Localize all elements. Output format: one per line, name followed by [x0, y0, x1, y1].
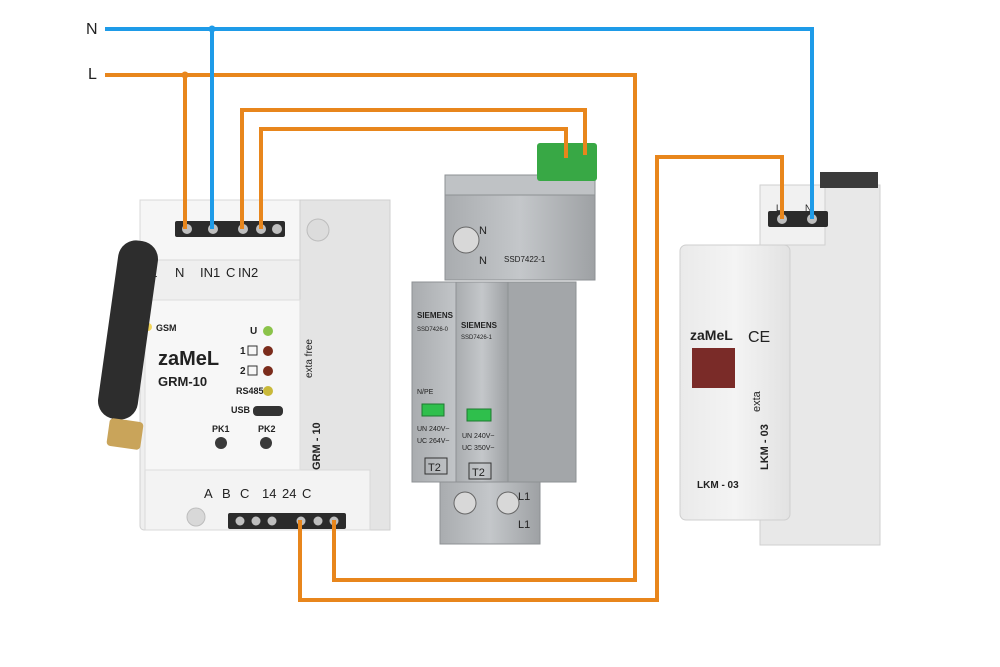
grm-bottom-b: B [222, 486, 231, 501]
ssd-to-grm-in1-wire [240, 108, 587, 229]
screw-icon [496, 491, 520, 515]
grm-bottom-14: 14 [262, 486, 276, 501]
ssd-right-model: SSD7426-1 [461, 335, 493, 341]
ssd-left-uc: UC 264V~ [417, 438, 450, 445]
junction-dot-icon [181, 71, 189, 79]
grm-exta-logo: exta free [304, 339, 315, 378]
ssd-n-label: N [479, 225, 487, 237]
usb-label: USB [231, 405, 251, 415]
ssd-right-un: UN 240V~ [462, 433, 495, 440]
grm-bottom-terminal-block [228, 513, 346, 529]
lkm-ce-mark: CE [748, 329, 770, 346]
ssd-right-brand: SIEMENS [461, 321, 498, 330]
n-wires [105, 27, 814, 229]
ssd-n2-label: N [479, 255, 487, 267]
led-rs485-label: RS485 [236, 386, 264, 396]
pk2-label: PK2 [258, 424, 276, 434]
grm-led-panel: U 1 2 RS485 [236, 326, 273, 396]
lkm-terminal-l: L [776, 203, 781, 213]
mounting-hole-icon [186, 507, 206, 527]
n-line-label: N [86, 21, 98, 38]
status-window-left-icon [421, 403, 445, 417]
ssd-left-brand: SIEMENS [417, 311, 454, 320]
led-u-icon [263, 326, 273, 336]
relay-icon [247, 345, 258, 356]
display-window-icon [692, 348, 735, 388]
ssd-to-grm-in2-wire [259, 127, 568, 229]
grm-side-model: GRM - 10 [311, 422, 323, 470]
n-main-line [105, 27, 814, 219]
grm-terminal-n: N [175, 265, 184, 280]
ssd-top-model: SSD7422-1 [504, 255, 546, 264]
pk1-label: PK1 [212, 424, 230, 434]
l-line-label: L [88, 66, 97, 83]
grm-gsm-label: GSM [156, 323, 177, 333]
lkm-brand-logo: zaMeL [690, 327, 733, 343]
status-window-right-icon [466, 408, 492, 422]
grm-terminal-c: C [226, 265, 235, 280]
grm-terminal-in2: IN2 [238, 265, 258, 280]
lkm-model-label: LKM - 03 [697, 480, 739, 491]
led-1-icon [263, 346, 273, 356]
screw-icon [452, 226, 480, 254]
grm-model-label: GRM-10 [158, 374, 207, 389]
ssd-right-type: T2 [472, 467, 485, 479]
ssd-left-un: UN 240V~ [417, 426, 450, 433]
led-1-label: 1 [240, 346, 246, 357]
junction-dot-icon [208, 25, 216, 33]
grm-10-module: L N IN1 C IN2 zaMeL GRM-10 GSM U 1 2 RS4… [97, 199, 391, 531]
grm-brand-logo: zaMeL [158, 348, 219, 370]
led-u-label: U [250, 326, 257, 337]
l-wires [105, 73, 784, 602]
relay-icon [247, 365, 258, 376]
ssd-left-npe: N/PE [417, 389, 434, 396]
ssd-left-type-box [424, 457, 448, 475]
lkm-exta-logo: exta [751, 390, 763, 412]
green-connector-icon [537, 143, 597, 181]
pk2-button [260, 437, 272, 449]
lkm-03-module: L N zaMeL CE LKM - 03 exta LKM - 03 [679, 172, 881, 546]
usb-port-icon [253, 406, 283, 416]
ssd-left-model: SSD7426-0 [417, 327, 449, 333]
led-2-icon [263, 366, 273, 376]
lkm-side-model: LKM - 03 [759, 424, 771, 470]
grm-bottom-c: C [240, 486, 249, 501]
ssd7422-surge-arrester: N N SSD7422-1 SIEMENS SSD7426-0 N/PE UN … [411, 143, 597, 545]
ssd-l1b-label: L1 [518, 519, 530, 531]
grm-bottom-c2: C [302, 486, 311, 501]
lkm-terminal-n: N [805, 203, 812, 213]
l-main-line [105, 73, 637, 582]
grm-to-lkm-wire [298, 155, 784, 602]
led-rs485-icon [263, 386, 273, 396]
screw-icon [453, 491, 477, 515]
led-2-label: 2 [240, 366, 246, 377]
ssd-left-type: T2 [428, 462, 441, 474]
ssd-right-type-box [468, 462, 492, 480]
antenna-icon [97, 240, 159, 450]
mounting-hole-icon [306, 218, 330, 242]
ssd-l1-label: L1 [518, 491, 530, 503]
grm-bottom-a: A [204, 486, 213, 501]
grm-terminal-in1: IN1 [200, 265, 220, 280]
grm-top-terminal-block [175, 221, 285, 237]
grm-bottom-24: 24 [282, 486, 296, 501]
pk1-button [215, 437, 227, 449]
ssd-right-uc: UC 350V~ [462, 445, 495, 452]
